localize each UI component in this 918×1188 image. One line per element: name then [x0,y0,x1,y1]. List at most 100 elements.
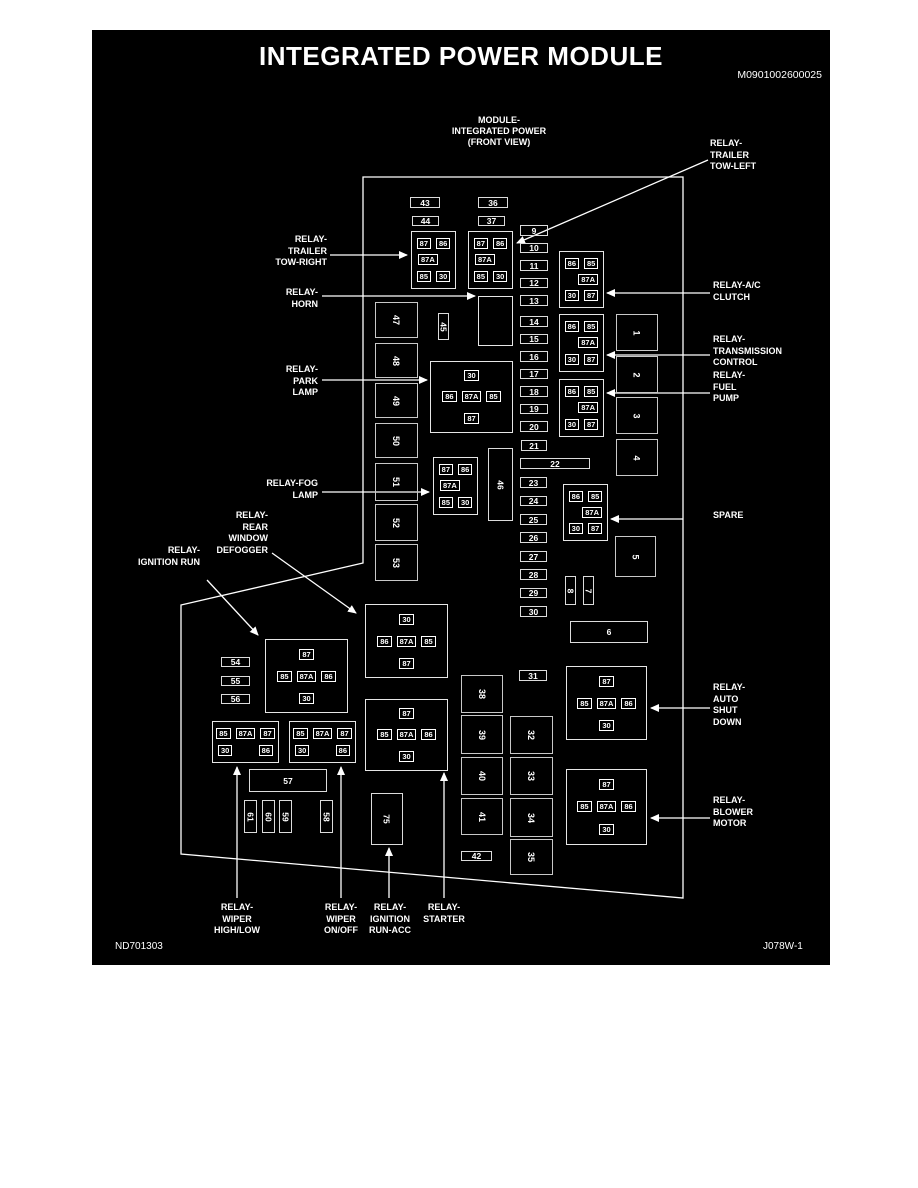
callout-line: RELAY- [294,234,327,244]
pin-30: 30 [399,613,414,625]
fuse-label: 45 [438,321,449,332]
callout-line: RELAY- [167,545,200,555]
fuse-label: 38 [476,688,487,700]
pin-86: 86 [421,729,436,741]
fuse-31: 31 [519,670,547,681]
callout-line: RELAY- [713,682,746,692]
pin-row: 87 [367,708,446,720]
fuse-label: 9 [531,225,537,236]
fuse-label: 44 [420,216,431,226]
callout-line: RELAY- [235,510,268,520]
fuse-4: 4 [616,439,658,476]
relay-horn [478,296,513,346]
callout-line: SHUT [713,705,738,715]
fuse-51: 51 [375,463,418,501]
pin-85: 85 [438,497,453,509]
fuse-label: 22 [550,458,560,469]
fuse-label: 7 [583,588,594,593]
fuse-label: 56 [230,694,241,704]
fuse-18: 18 [520,386,548,397]
fuse-label: 25 [528,514,539,525]
pin-row: 87 [568,778,645,790]
pin-87: 87 [599,778,614,790]
fuse-52: 52 [375,504,418,541]
fuse-label: 27 [528,551,539,562]
fuse-26: 26 [520,532,547,543]
pin-87: 87 [584,290,599,302]
callout-line: RELAY- [324,902,358,912]
footer-code-left: ND701303 [115,941,163,952]
fuse-3: 3 [616,397,658,434]
pin-85: 85 [416,271,431,283]
fuse-label: 29 [528,588,539,598]
fuse-label: 52 [391,517,402,528]
callout-line: AUTO [713,693,739,704]
pin-87A: 87A [312,728,333,739]
pin-row: 87A [435,480,476,492]
callout-line: RELAY- [710,138,743,148]
fuse-1: 1 [616,314,658,351]
pin-85: 85 [293,728,308,739]
pin-87: 87 [464,412,479,424]
callout-line: TRAILER [288,245,327,256]
pin-85: 85 [584,320,599,332]
pin-30: 30 [568,523,583,535]
pin-row: 87A [561,337,602,349]
callout-spare: SPARE [713,510,743,522]
fuse-label: 12 [529,278,539,288]
fuse-label: 75 [382,814,392,824]
fuse-label: 41 [476,811,487,822]
callout-line: TRANSMISSION [713,345,783,356]
fuse-label: 34 [526,812,537,823]
fuse-47: 47 [375,302,418,338]
fuse-44: 44 [412,216,439,226]
callout-line: DEFOGGER [216,544,268,555]
pin-85: 85 [584,257,599,269]
fuse-20: 20 [520,421,548,432]
fuse-label: 13 [529,295,539,306]
pin-row: 30 [568,824,645,836]
pin-30: 30 [299,692,314,704]
callout-line: WIPER [326,913,356,924]
pin-87: 87 [399,708,414,720]
fuse-label: 6 [606,627,612,637]
pin-30: 30 [564,354,579,366]
fuse-label: 37 [486,216,497,226]
fuse-label: 35 [526,851,537,863]
callout-line: BLOWER [713,806,753,817]
callout-line: TRAILER [710,149,749,160]
pin-87: 87 [299,648,314,660]
pin-30: 30 [599,824,614,836]
pin-87A: 87A [440,480,460,492]
fuse-7: 7 [583,576,594,605]
pin-85: 85 [584,385,599,397]
fuse-label: 15 [529,334,539,344]
fuse-label: 51 [391,476,402,488]
fuse-41: 41 [461,798,503,835]
pin-30: 30 [464,370,479,382]
callout-relay-starter: RELAY-STARTER [423,902,465,925]
pin-87A: 87A [396,729,417,741]
callout-line: PARK [293,375,318,386]
fuse-label: 16 [529,351,539,362]
pin-86: 86 [621,697,636,709]
fuse-label: 30 [528,606,539,617]
fuse-14: 14 [520,316,548,327]
